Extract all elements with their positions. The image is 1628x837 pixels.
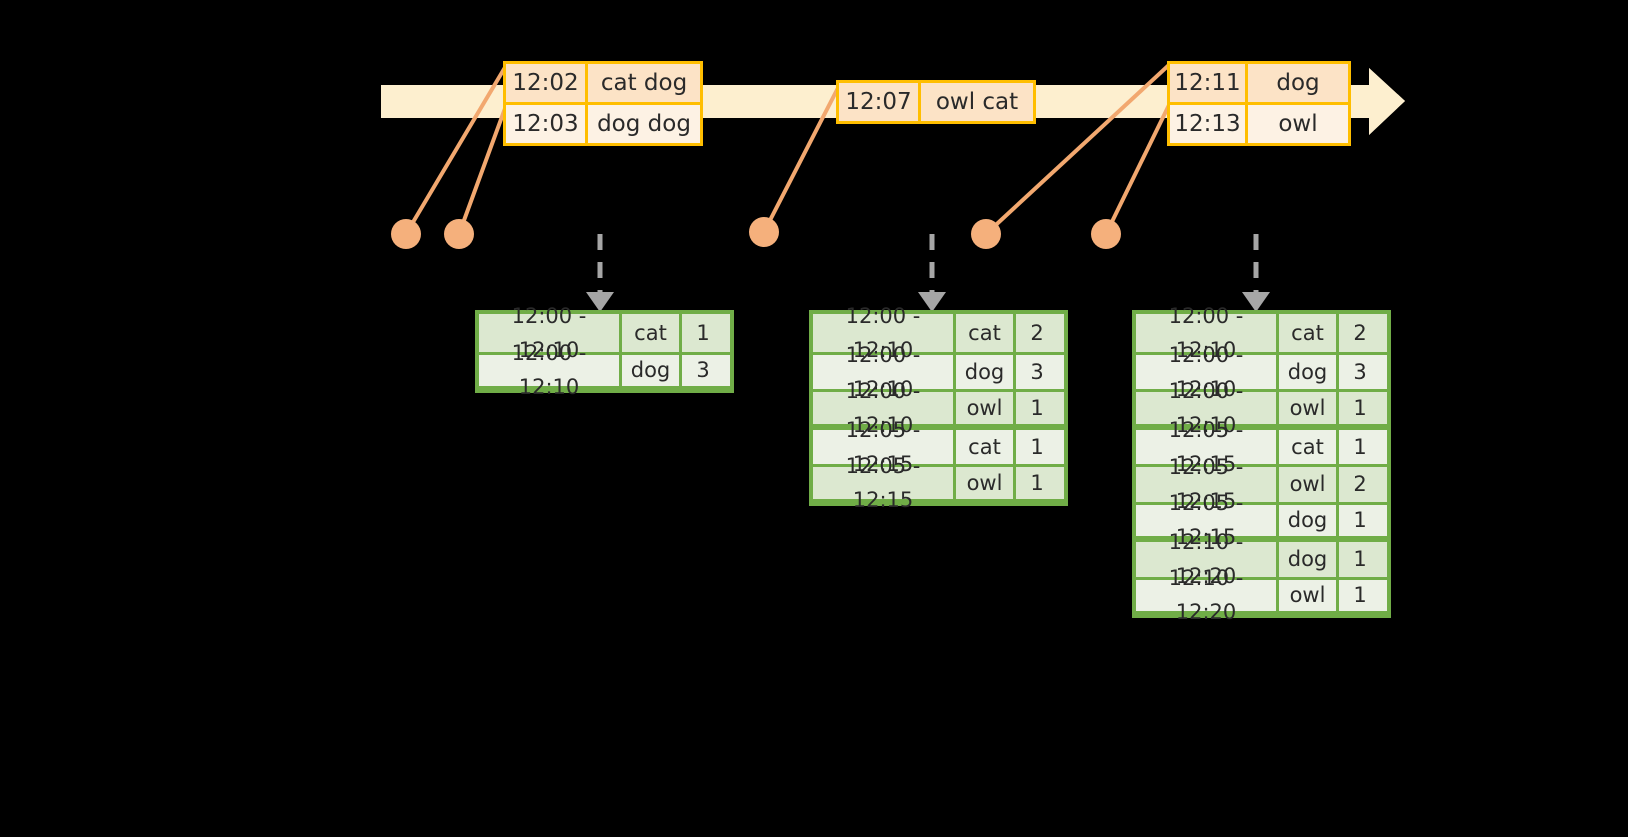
event-row: 12:07 owl cat [839, 83, 1033, 121]
cell-count: 2 [1030, 320, 1044, 345]
cell-word: owl [1279, 579, 1339, 611]
cell-word: owl [1279, 392, 1339, 424]
event-box-2[interactable]: 12:07 owl cat [836, 80, 1036, 124]
cell-word: cat [956, 429, 1016, 464]
cell-count: 1 [1353, 583, 1367, 608]
connector-line-5 [1104, 101, 1172, 236]
cell-word: owl [956, 467, 1016, 499]
event-marker-2 [444, 219, 474, 249]
event-marker-3 [749, 217, 779, 247]
timeline-arrowhead-tip [1369, 68, 1405, 135]
event-words: dog dog [597, 111, 691, 137]
cell-count: 1 [1353, 508, 1367, 533]
cell-count: 1 [1353, 395, 1367, 420]
connector-line-3 [762, 82, 842, 234]
event-words: owl [1278, 111, 1318, 137]
cell-word: cat [1279, 429, 1339, 464]
event-marker-1 [391, 219, 421, 249]
cell-count: 3 [1353, 359, 1367, 384]
cell-count: 1 [1030, 434, 1044, 459]
event-marker-4 [971, 219, 1001, 249]
event-timestamp: 12:03 [506, 105, 588, 143]
cell-window: 12:05 - 12:15 [813, 454, 956, 512]
event-timestamp: 12:13 [1170, 105, 1248, 143]
cell-word: dog [1279, 354, 1339, 389]
connector-line-1 [404, 62, 509, 236]
cell-word: cat [622, 314, 682, 352]
event-timestamp: 12:07 [839, 83, 921, 121]
cell-word: cat [1279, 314, 1339, 352]
cell-count: 2 [1353, 472, 1367, 497]
cell-word: owl [1279, 467, 1339, 502]
cell-count: 1 [1353, 434, 1367, 459]
event-timestamp: 12:02 [506, 64, 588, 102]
cell-count: 1 [1030, 470, 1044, 495]
cell-word: dog [622, 354, 682, 386]
cell-count: 3 [696, 358, 710, 383]
event-marker-5 [1091, 219, 1121, 249]
event-row: 12:13 owl [1170, 102, 1348, 143]
event-box-1[interactable]: 12:02 cat dog 12:03 dog dog [503, 61, 703, 146]
cell-count: 1 [1030, 395, 1044, 420]
event-row: 12:03 dog dog [506, 102, 700, 143]
cell-word: dog [1279, 542, 1339, 577]
connector-line-2 [457, 101, 509, 236]
cell-word: dog [956, 354, 1016, 389]
cell-count: 1 [1353, 547, 1367, 572]
event-box-3[interactable]: 12:11 dog 12:13 owl [1167, 61, 1351, 146]
event-words: cat dog [600, 70, 688, 96]
cell-word: cat [956, 314, 1016, 352]
cell-word: dog [1279, 504, 1339, 536]
event-words: owl cat [935, 89, 1019, 115]
cell-window: 12:00 - 12:10 [479, 341, 622, 399]
event-timestamp: 12:11 [1170, 64, 1248, 102]
cell-window: 12:10 - 12:20 [1136, 566, 1279, 624]
cell-count: 3 [1030, 359, 1044, 384]
cell-count: 2 [1353, 320, 1367, 345]
cell-word: owl [956, 392, 1016, 424]
cell-count: 1 [696, 320, 710, 345]
event-row: 12:11 dog [1170, 64, 1348, 102]
event-words: dog [1276, 70, 1320, 96]
timeline-arrowhead [1369, 68, 1405, 135]
event-row: 12:02 cat dog [506, 64, 700, 102]
